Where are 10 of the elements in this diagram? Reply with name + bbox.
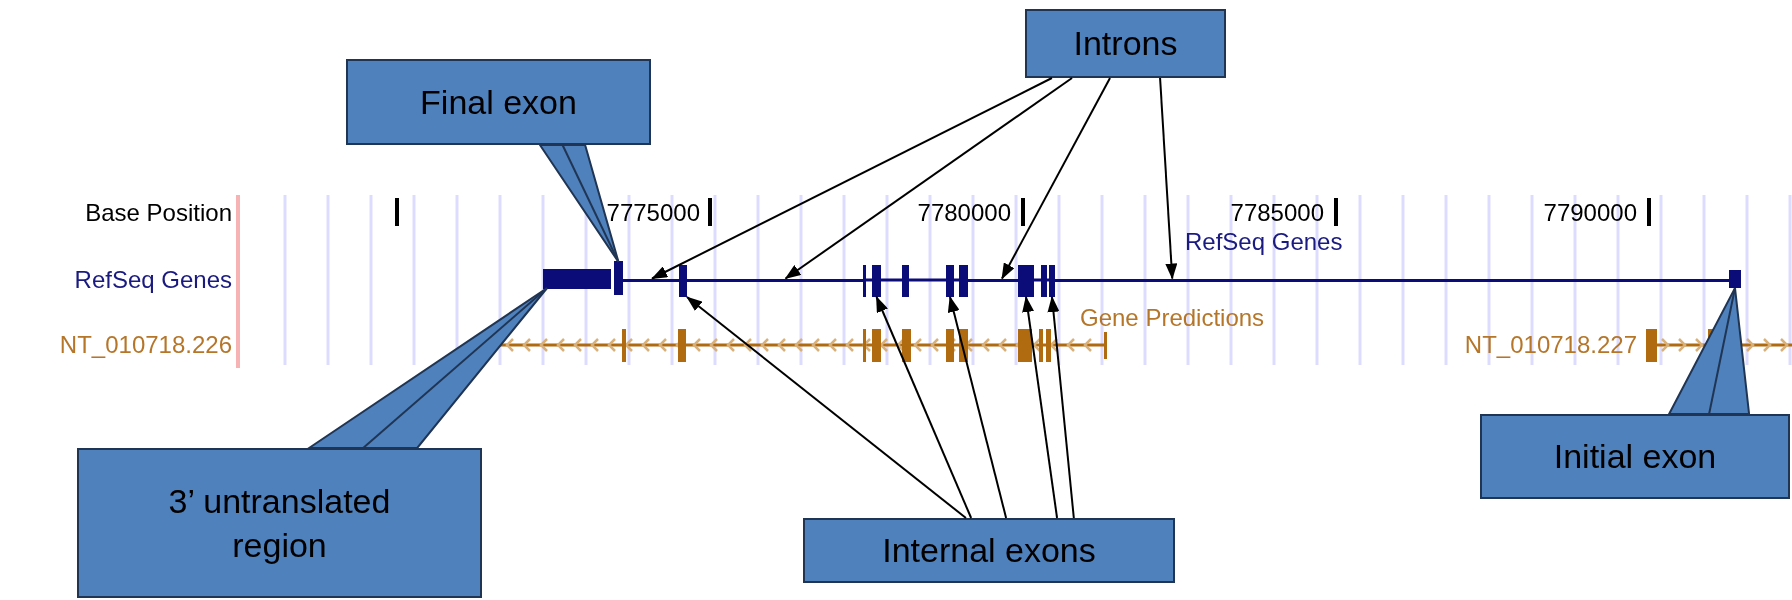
tick-label: 7785000	[1230, 201, 1324, 225]
track-label: Gene Predictions	[1080, 306, 1265, 330]
tick-label: 7775000	[606, 201, 700, 225]
track-label: Base Position	[85, 201, 232, 225]
track-label: RefSeq Genes	[1185, 230, 1343, 254]
track-label: RefSeq Genes	[74, 268, 232, 292]
tick-label: 7780000	[917, 201, 1011, 225]
track-label: NT_010718.227	[1464, 333, 1637, 357]
track-label: NT_010718.226	[59, 333, 232, 357]
tick-label: 7790000	[1543, 201, 1637, 225]
